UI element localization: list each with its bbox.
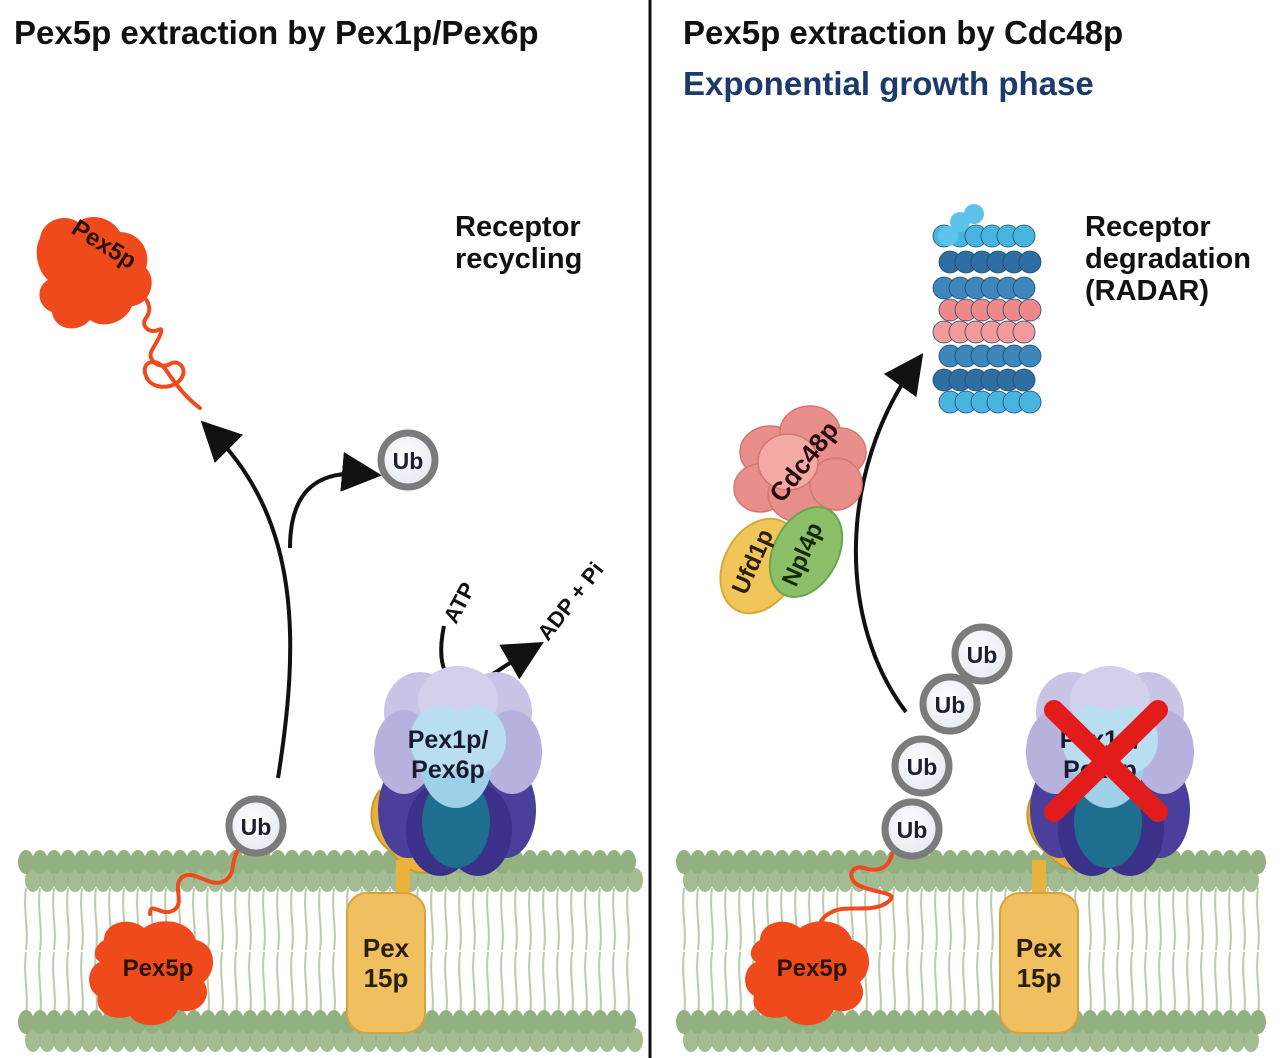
- right-panel-title: Pex5p extraction by Cdc48p: [683, 14, 1124, 51]
- left-pex5p-label: Pex5p: [123, 955, 194, 982]
- receptor-degradation-label: Receptor degradation (RADAR): [1085, 211, 1251, 307]
- left-pex15-label-2: 15p: [364, 963, 409, 993]
- left-pex1-pex6-complex: Pex1p/ Pex6p: [374, 666, 542, 876]
- ub-chain: Ub Ub Ub Ub: [881, 623, 1013, 860]
- right-pex15-label-2: 15p: [1017, 963, 1062, 993]
- ub-chain-circle-1: [951, 623, 1013, 685]
- right-pex5p-label: Pex5p: [777, 955, 848, 982]
- cdc48-complex: Cdc48p Ufd1p Npl4p: [719, 405, 867, 615]
- released-ub-label: Ub: [393, 448, 424, 474]
- ub-release-arrow: [288, 452, 382, 549]
- ub-chain-circle-3: [891, 735, 953, 797]
- ub-chain-circle-2: [919, 673, 981, 735]
- ub-chain-label-1: Ub: [967, 642, 998, 668]
- right-panel-subtitle: Exponential growth phase: [683, 65, 1094, 102]
- right-pex15p: Pex 15p: [999, 789, 1091, 1034]
- right-pex1-pex6-complex: Pex1p/ Pex6p: [1026, 666, 1194, 876]
- left-complex-label-1: Pex1p/: [408, 726, 489, 754]
- left-pex15-label-1: Pex: [363, 933, 410, 963]
- receptor-recycling-label: Receptor recycling: [455, 211, 583, 275]
- ub-chain-label-3: Ub: [907, 754, 938, 780]
- right-membrane-pex5p: Pex5p: [745, 852, 894, 1026]
- right-pex15-label-1: Pex: [1016, 933, 1063, 963]
- left-attached-ub-label: Ub: [241, 814, 272, 840]
- left-attached-ub: Ub: [225, 795, 287, 857]
- atp-label: ATP: [438, 578, 480, 627]
- ub-chain-label-2: Ub: [935, 692, 966, 718]
- released-ub: Ub: [377, 429, 439, 491]
- released-pex5p: Pex5p: [36, 214, 202, 410]
- adp-pi-label: ADP + Pi: [532, 557, 608, 645]
- ub-chain-label-4: Ub: [897, 817, 928, 843]
- inhibition-cross-icon: [1044, 700, 1168, 822]
- left-membrane-pex5p: Pex5p: [89, 848, 240, 1026]
- ub-chain-circle-4: [881, 798, 943, 860]
- proteasome: [932, 204, 1042, 414]
- left-panel-title: Pex5p extraction by Pex1p/Pex6p: [14, 14, 539, 51]
- extraction-arrow: [200, 420, 293, 779]
- degradation-arrow: [854, 352, 924, 714]
- left-complex-label-2: Pex6p: [411, 756, 485, 784]
- left-membrane: [18, 850, 643, 1052]
